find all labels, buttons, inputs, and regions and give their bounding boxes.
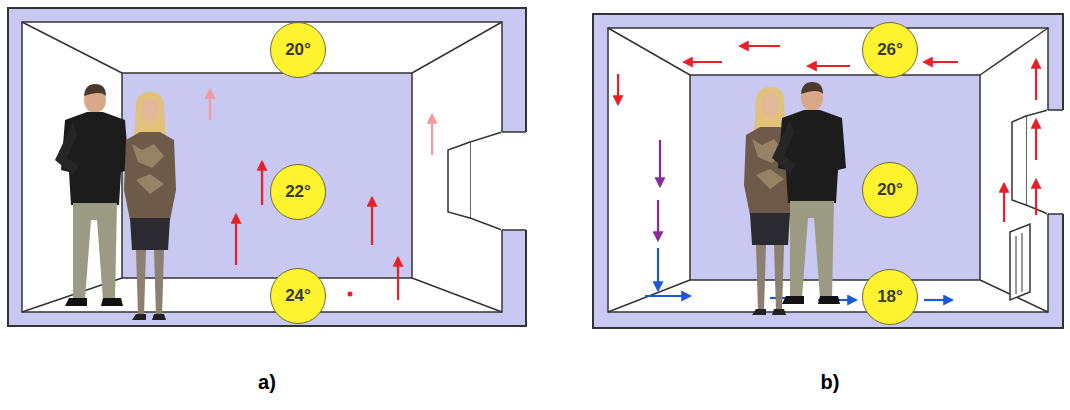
temperature-value: 18° — [877, 288, 903, 307]
panel-label: b) — [821, 371, 840, 393]
temperature-circle: 24° — [270, 268, 326, 324]
temperature-value: 20° — [285, 41, 311, 60]
radiator — [1010, 224, 1030, 300]
temperature-value: 20° — [877, 181, 903, 200]
people-a — [55, 84, 176, 320]
people-b — [744, 82, 846, 315]
temperature-circle: 22° — [270, 164, 326, 220]
temperature-circle: 26° — [862, 22, 918, 78]
temperature-value: 24° — [285, 287, 311, 306]
temperature-circle: 20° — [862, 162, 918, 218]
temperature-value: 26° — [877, 41, 903, 60]
panel-label: a) — [258, 371, 276, 393]
room-b — [593, 14, 1064, 328]
room-a — [8, 8, 527, 326]
temperature-circle: 18° — [862, 269, 918, 325]
temperature-value: 22° — [285, 183, 311, 202]
airflow-arrows-a — [210, 90, 432, 300]
temperature-circle: 20° — [270, 22, 326, 78]
